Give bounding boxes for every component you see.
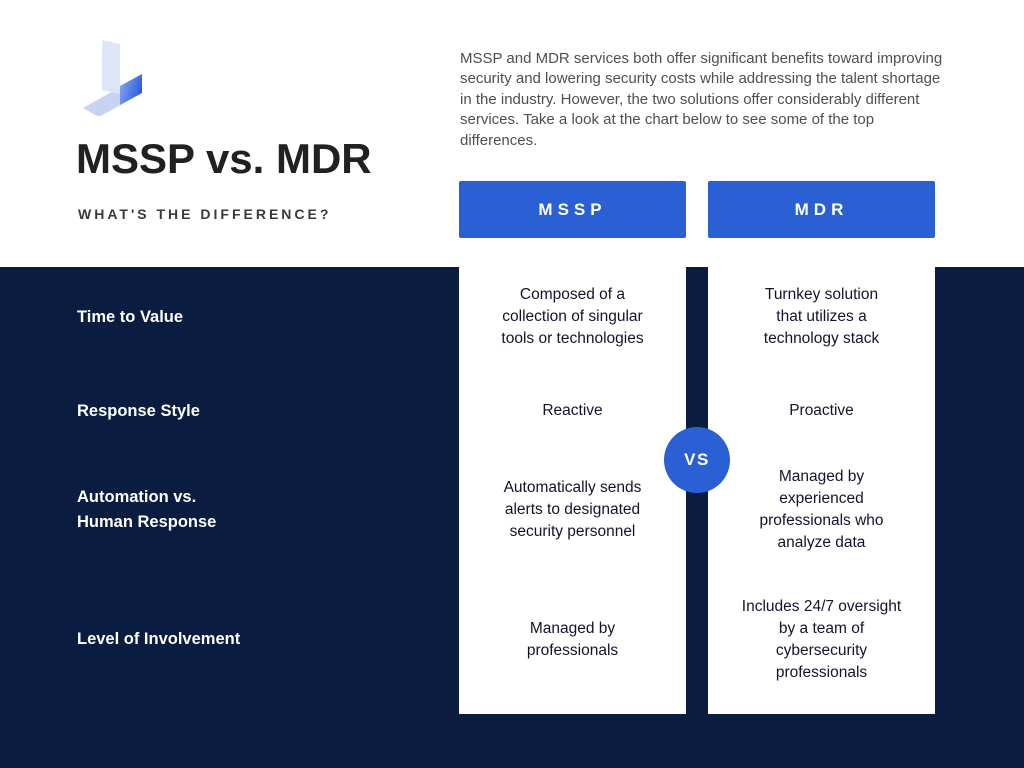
mssp-column-card bbox=[459, 267, 686, 714]
comparison-table: Time to Value Composed of a collection o… bbox=[0, 267, 1024, 714]
mdr-cell-time-to-value: Turnkey solution that utilizes a technol… bbox=[763, 286, 880, 347]
vs-badge: VS bbox=[664, 427, 730, 493]
page-title: MSSP vs. MDR bbox=[76, 135, 372, 182]
mssp-cell-automation-vs-human: Automatically sends alerts to designated… bbox=[503, 479, 642, 540]
mssp-column-header: MSSP bbox=[459, 181, 686, 238]
header-section: MSSP vs. MDR WHAT'S THE DIFFERENCE? MSSP… bbox=[0, 0, 1024, 267]
mssp-cell-response-style: Reactive bbox=[542, 402, 603, 419]
row-label-level-of-involvement: Level of Involvement bbox=[77, 630, 241, 649]
mdr-column-card bbox=[708, 267, 935, 714]
brand-logo-icon bbox=[83, 40, 142, 116]
mdr-cell-automation-vs-human: Managed by experienced professionals who… bbox=[759, 468, 884, 551]
mssp-cell-level-of-involvement: Managed by professionals bbox=[526, 619, 619, 659]
mdr-cell-level-of-involvement: Includes 24/7 oversight by a team of cyb… bbox=[741, 597, 902, 681]
mssp-cell-time-to-value: Composed of a collection of singular too… bbox=[501, 286, 644, 347]
row-label-response-style: Response Style bbox=[77, 401, 200, 420]
page-subtitle: WHAT'S THE DIFFERENCE? bbox=[78, 206, 332, 222]
row-label-automation-vs-human: Automation vs. Human Response bbox=[77, 488, 217, 531]
row-label-time-to-value: Time to Value bbox=[77, 307, 184, 326]
intro-paragraph: MSSP and MDR services both offer signifi… bbox=[460, 50, 943, 149]
mdr-column-header: MDR bbox=[708, 181, 935, 238]
mdr-cell-response-style: Proactive bbox=[789, 402, 854, 419]
